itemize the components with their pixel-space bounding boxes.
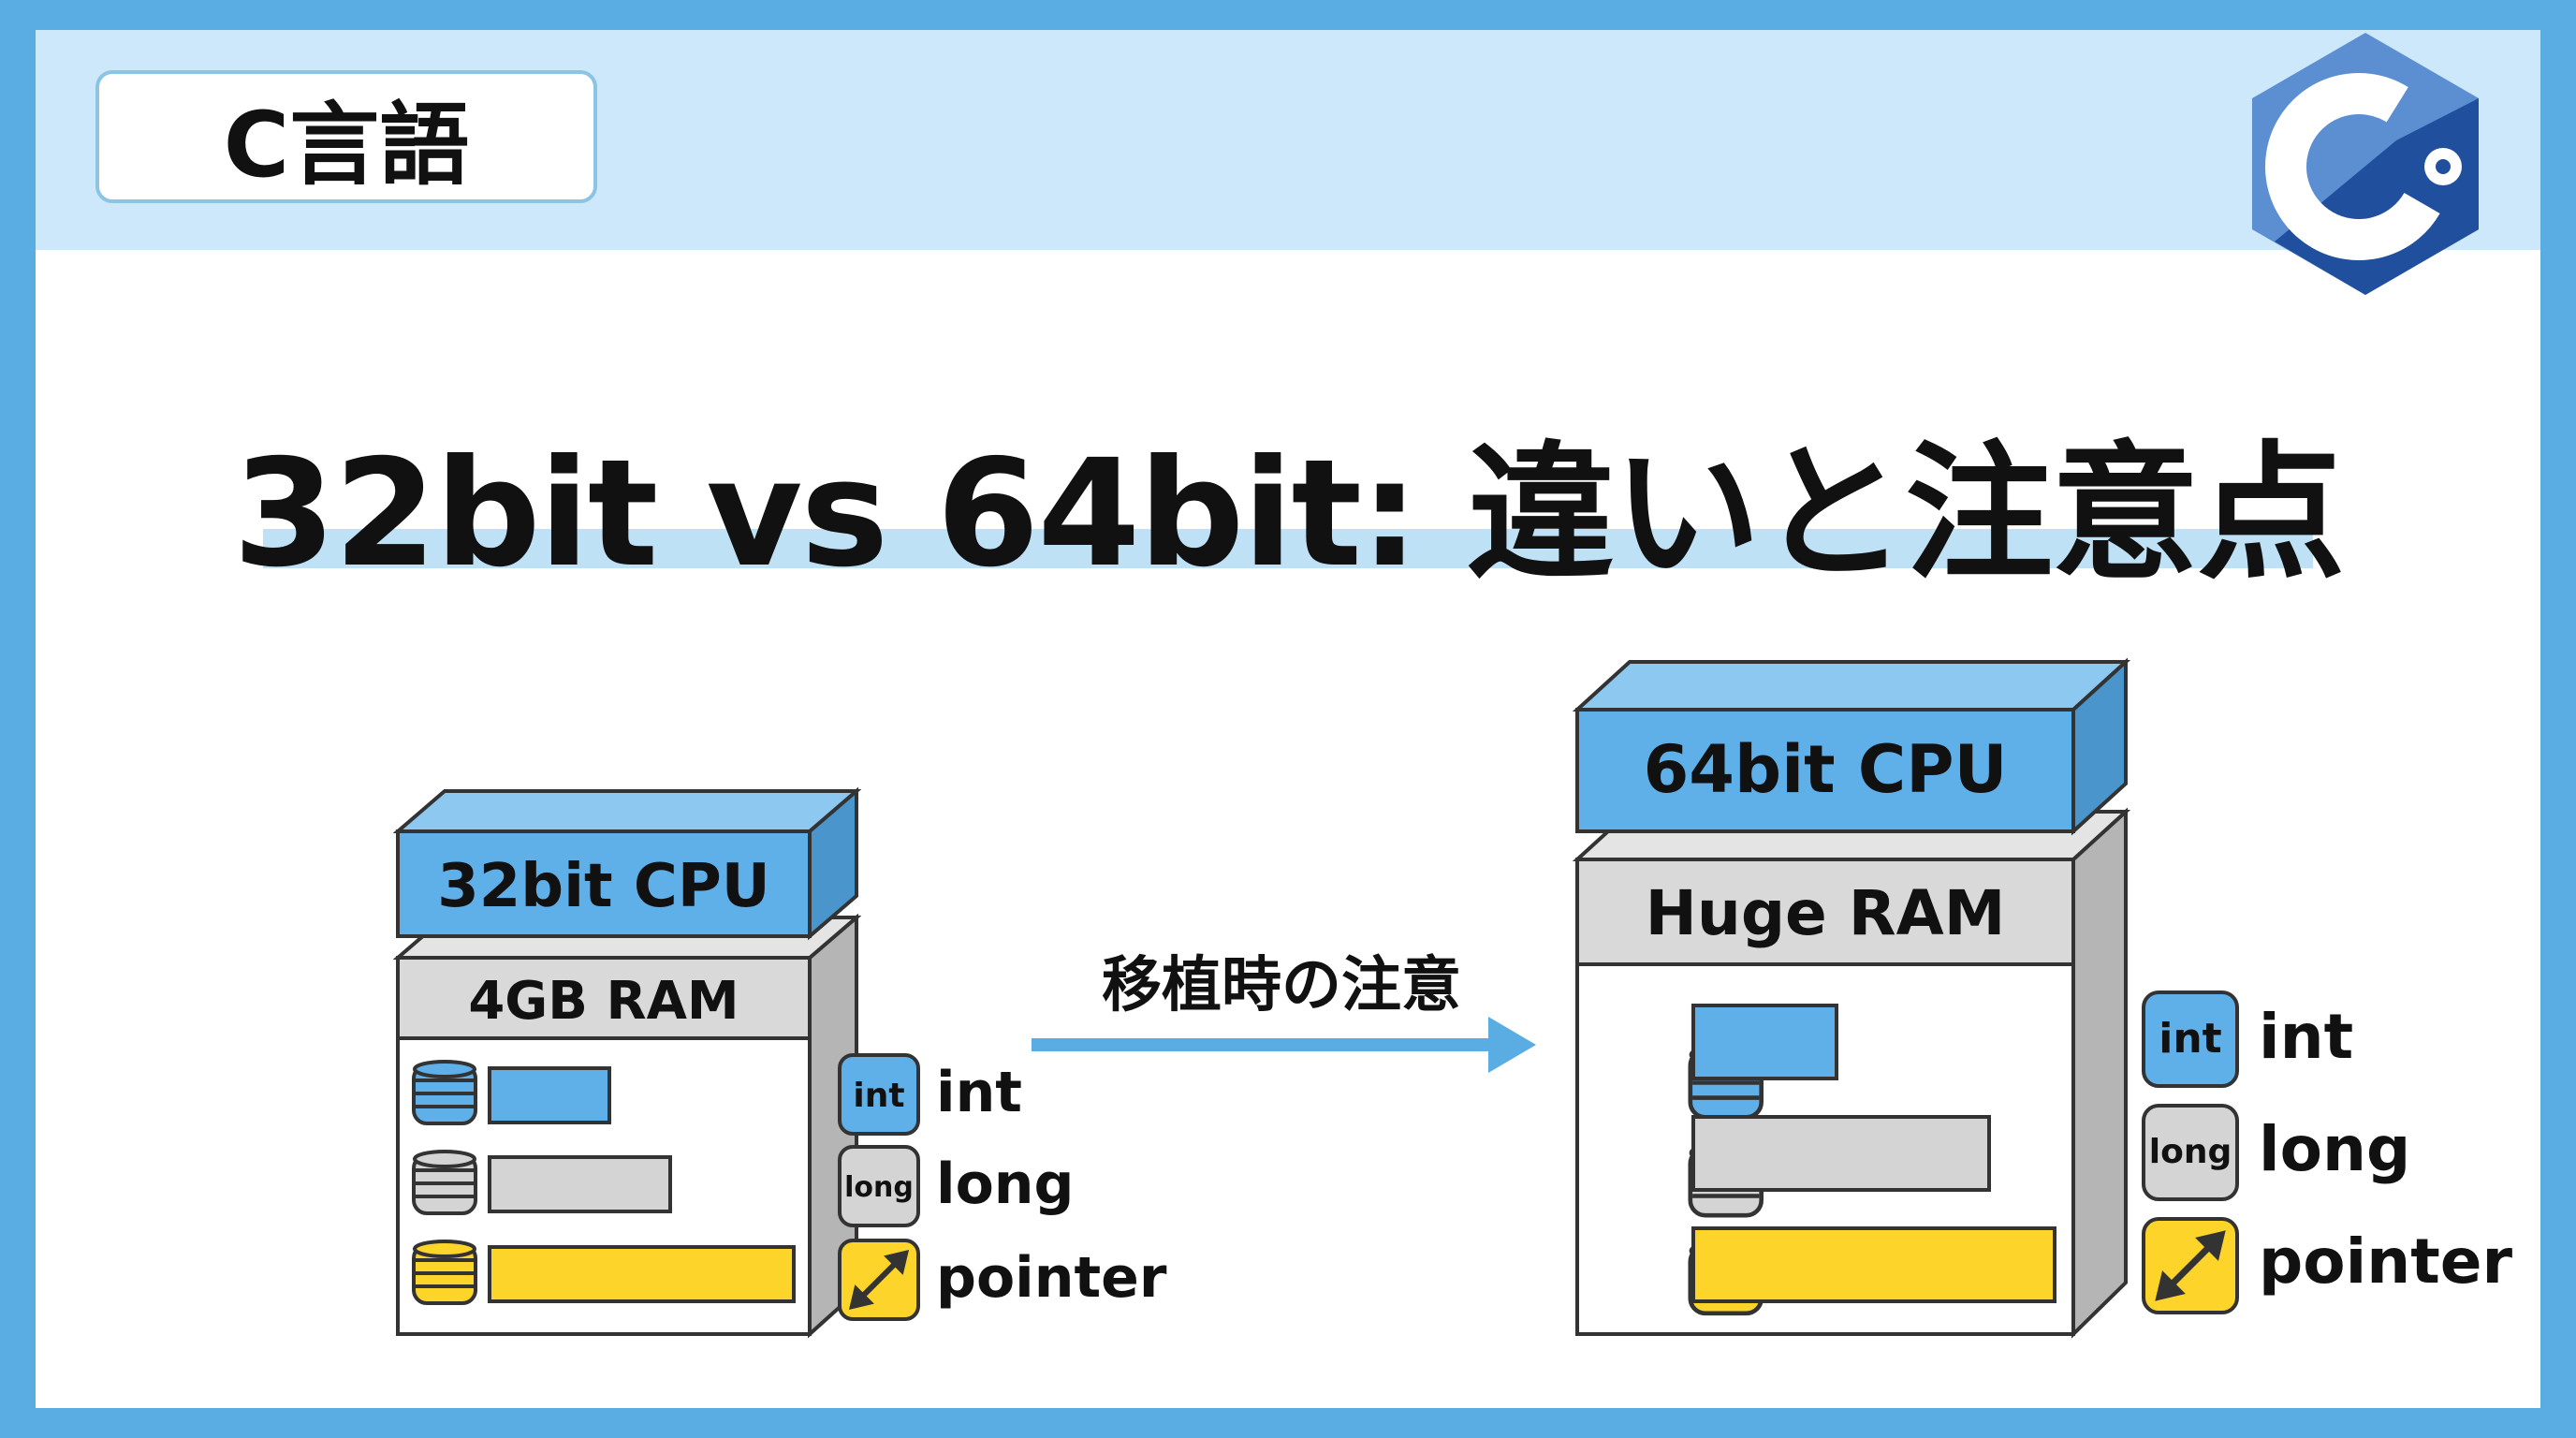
int-label: int — [936, 1060, 1022, 1125]
long-badge — [838, 1145, 920, 1227]
right-system-stack: 64bit CPU Huge RAM — [1572, 657, 2131, 1339]
pointer-arrow-icon — [2155, 1230, 2226, 1301]
long-badge — [2142, 1104, 2239, 1201]
arrow-label: 移植時の注意 — [1102, 951, 1461, 1020]
pointer-size-bar — [1691, 1226, 2056, 1303]
cpu-label: 32bit CPU — [437, 852, 770, 921]
category-badge: C言語 — [95, 70, 597, 203]
pointer-label: pointer — [936, 1245, 1167, 1311]
arrow-right-icon — [1488, 1017, 1536, 1073]
cpu-box — [396, 829, 812, 938]
long-label: long — [936, 1152, 1074, 1217]
int-badge — [2142, 990, 2239, 1088]
int-label: int — [2259, 1001, 2353, 1073]
ram-label-box — [1575, 858, 2075, 966]
cpu-label: 64bit CPU — [1644, 731, 2008, 808]
ram-label: 4GB RAM — [468, 971, 739, 1032]
left-legend: int int long long pointer — [838, 1053, 1167, 1321]
pointer-arrow-icon — [848, 1249, 910, 1311]
long-size-bar — [1691, 1115, 1991, 1192]
pointer-label: pointer — [2259, 1225, 2513, 1298]
int-badge — [838, 1053, 920, 1136]
svg-text:int: int — [853, 1077, 904, 1115]
svg-text:int: int — [2159, 1015, 2221, 1063]
page-title: 32bit vs 64bit: 違いと注意点 — [232, 428, 2346, 600]
svg-text:long: long — [2149, 1133, 2232, 1171]
left-system-stack: 32bit CPU 4GB RAM — [392, 786, 862, 1339]
cpu-box — [1575, 708, 2075, 833]
int-size-bar — [488, 1066, 611, 1124]
pointer-database-icon — [412, 1240, 477, 1305]
long-database-icon — [412, 1150, 477, 1215]
long-label: long — [2259, 1113, 2410, 1185]
int-size-bar — [1691, 1004, 1838, 1080]
svg-text:long: long — [844, 1171, 914, 1204]
migration-arrow: 移植時の注意 — [1032, 951, 1536, 1073]
long-size-bar — [488, 1155, 672, 1213]
c-language-logo-icon — [2252, 33, 2479, 295]
ram-label: Huge RAM — [1646, 877, 2006, 949]
right-legend: int int long long pointer — [2142, 990, 2513, 1314]
pointer-size-bar — [488, 1245, 796, 1303]
int-database-icon — [412, 1060, 477, 1125]
title-underline — [263, 529, 2313, 568]
